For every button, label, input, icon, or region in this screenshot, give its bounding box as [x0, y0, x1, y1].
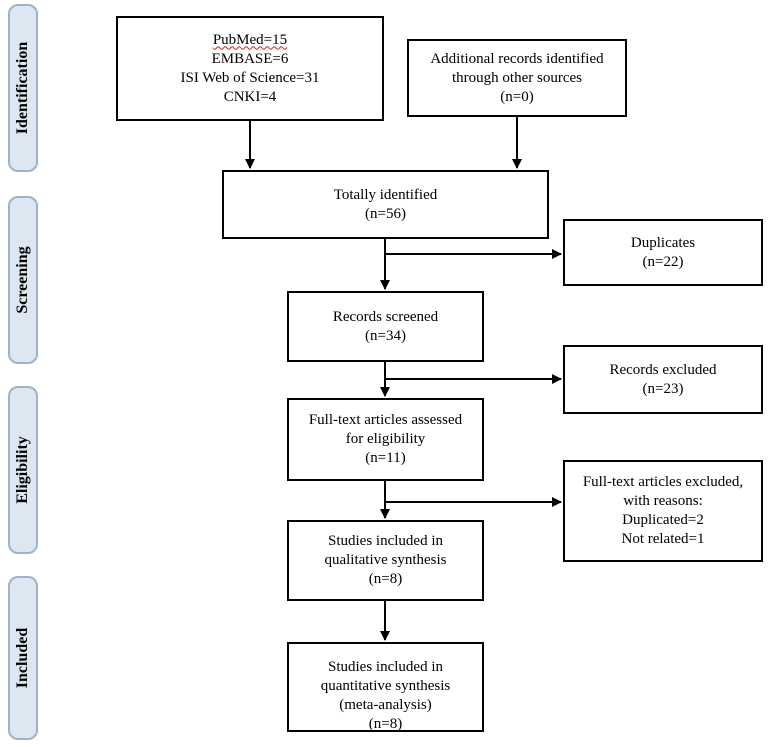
duplicates-box: Duplicates (n=22) [563, 219, 763, 286]
wos-count: ISI Web of Science=31 [180, 69, 320, 86]
screened-count: (n=34) [365, 327, 406, 344]
identified-title: Totally identified [333, 186, 438, 203]
stage-included: Included [8, 576, 38, 740]
stage-identification: Identification [8, 4, 38, 172]
other-sources-line2: through other sources [452, 69, 582, 86]
qualitative-box: Studies included in qualitative synthesi… [287, 520, 484, 601]
records-excluded-title: Records excluded [609, 361, 717, 378]
pubmed-count: PubMed=15 [212, 31, 288, 48]
fulltext-count: (n=11) [365, 450, 406, 466]
quantitative-line1: Studies included in [328, 659, 443, 675]
screened-title: Records screened [332, 308, 439, 325]
embase-count: EMBASE=6 [211, 50, 289, 67]
quantitative-count: (n=8) [368, 716, 403, 732]
fulltext-box: Full-text articles assessed for eligibil… [287, 398, 484, 481]
qualitative-count: (n=8) [368, 571, 403, 587]
stage-screening: Screening [8, 196, 38, 364]
identified-box: Totally identified (n=56) [222, 170, 549, 239]
qualitative-line1: Studies included in [328, 533, 443, 549]
other-sources-box: Additional records identified through ot… [407, 39, 627, 117]
fulltext-excluded-line1: Full-text articles excluded, [582, 474, 744, 490]
databases-box: PubMed=15 EMBASE=6 ISI Web of Science=31… [116, 16, 384, 121]
identified-count: (n=56) [365, 205, 406, 222]
stage-eligibility: Eligibility [8, 386, 38, 554]
other-sources-count: (n=0) [500, 88, 534, 105]
fulltext-excluded-box: Full-text articles excluded, with reason… [563, 460, 763, 562]
duplicates-count: (n=22) [642, 253, 684, 270]
quantitative-line3: (meta-analysis) [339, 697, 432, 713]
fulltext-excluded-line2: with reasons: [623, 493, 703, 509]
quantitative-box: Studies included in quantitative synthes… [287, 642, 484, 732]
screened-box: Records screened (n=34) [287, 291, 484, 362]
records-excluded-box: Records excluded (n=23) [563, 345, 763, 414]
fulltext-excluded-duplicated: Duplicated=2 [622, 512, 704, 528]
fulltext-line1: Full-text articles assessed [308, 412, 463, 428]
qualitative-line2: qualitative synthesis [324, 552, 447, 568]
records-excluded-count: (n=23) [642, 380, 684, 397]
cnki-count: CNKI=4 [223, 88, 277, 105]
quantitative-line2: quantitative synthesis [320, 678, 451, 694]
other-sources-line1: Additional records identified [430, 50, 604, 67]
duplicates-title: Duplicates [630, 234, 696, 251]
fulltext-line2: for eligibility [345, 431, 426, 447]
fulltext-excluded-not-related: Not related=1 [621, 531, 705, 547]
